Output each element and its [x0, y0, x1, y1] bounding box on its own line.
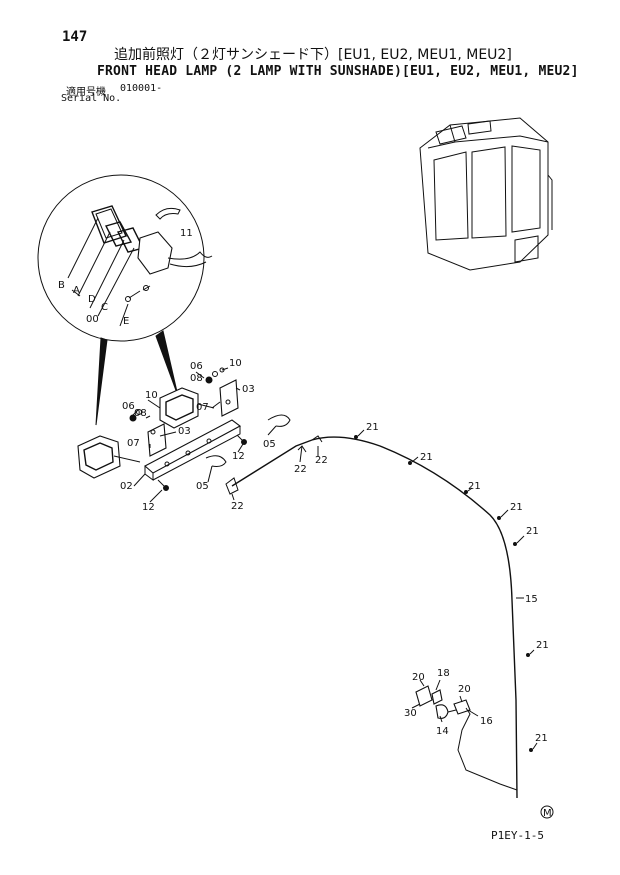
callout-20-b: 20: [458, 684, 471, 695]
lamp-mount-bracket-assembly: 06 08 10 03 07 05 12 10 06 08 03 07 02 0…: [77, 358, 291, 513]
callout-07-left: 07: [127, 438, 140, 449]
callout-B: B: [58, 280, 65, 291]
callout-06-right: 06: [190, 361, 203, 372]
callout-21-c: 21: [468, 481, 481, 492]
serial-label-japanese: 適用号機: [66, 87, 106, 98]
callout-10-right: 10: [229, 358, 242, 369]
callout-20-a: 20: [412, 672, 425, 683]
callout-03-right: 03: [242, 384, 255, 395]
callout-22-b: 22: [315, 455, 328, 466]
callout-08-right: 08: [190, 373, 203, 384]
callout-00: 00: [86, 314, 99, 325]
serial-number-value: 010001-: [120, 83, 163, 94]
callout-15: 15: [525, 594, 538, 605]
title-english: FRONT HEAD LAMP (2 LAMP WITH SUNSHADE)[E…: [97, 64, 579, 79]
callout-16: 16: [480, 716, 493, 727]
callout-08-left: 08: [134, 408, 147, 419]
figure-code: P1EY-1-5: [491, 829, 544, 842]
callout-21-a: 21: [366, 422, 379, 433]
callout-21-d: 21: [510, 502, 523, 513]
callout-21-f: 21: [536, 640, 549, 651]
callout-14: 14: [436, 726, 449, 737]
callout-02-left: 02: [120, 481, 133, 492]
callout-06-left: 06: [122, 401, 135, 412]
callout-A: A: [73, 285, 80, 296]
callout-10-left: 10: [145, 390, 158, 401]
callout-12-right: 12: [232, 451, 245, 462]
modification-mark: M: [540, 805, 554, 819]
callout-C: C: [101, 302, 108, 313]
callout-03-left: 03: [178, 426, 191, 437]
callout-21-e: 21: [526, 526, 539, 537]
callout-07-right: 07: [196, 402, 209, 413]
callout-11: 11: [180, 228, 193, 239]
detail-pointer-left: [95, 337, 108, 426]
lamp-harness: 22 22 22 15 21 21 21 21 21 21 21: [225, 422, 549, 799]
operator-cab-illustration: [419, 117, 553, 271]
callout-22-a: 22: [294, 464, 307, 475]
connector-assembly: 20 18 20 30 14 16: [404, 668, 518, 791]
callout-D: D: [88, 294, 96, 305]
callout-12-left: 12: [142, 502, 155, 513]
callout-05-left: 05: [196, 481, 209, 492]
detail-pointer-right: [155, 330, 179, 397]
callout-E: E: [123, 316, 129, 327]
page-number: 147: [62, 29, 88, 45]
lamp-detail-circle: 11 B A D C 00 E: [37, 174, 213, 342]
callout-05-right: 05: [263, 439, 276, 450]
callout-22-c: 22: [231, 501, 244, 512]
callout-21-g: 21: [535, 733, 548, 744]
callout-18: 18: [437, 668, 450, 679]
callout-21-b: 21: [420, 452, 433, 463]
modification-mark-letter: M: [543, 808, 552, 819]
callout-30: 30: [404, 708, 417, 719]
serial-label-english: Serial No.: [61, 93, 122, 104]
title-japanese: 追加前照灯（２灯サンシェード下）[EU1, EU2, MEU1, MEU2]: [114, 47, 512, 63]
